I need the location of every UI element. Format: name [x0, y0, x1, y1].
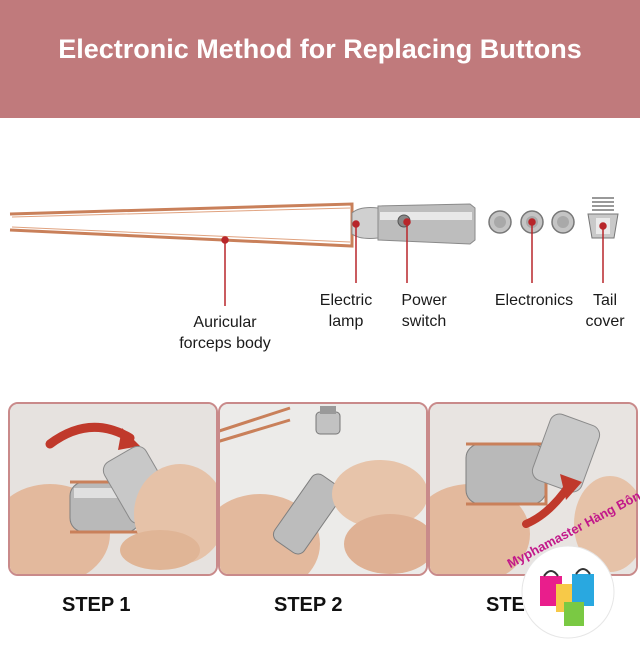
step-1-label: STEP 1 — [62, 594, 131, 616]
step-2-label: STEP 2 — [274, 594, 343, 616]
electronics-cells — [488, 210, 575, 234]
step-3-photo — [428, 402, 638, 576]
step-2-photo — [218, 402, 428, 576]
label-power-switch: Power switch — [401, 292, 447, 330]
watermark-logo: Myphamaster Hàng Bông — [490, 484, 640, 640]
page-title: Electronic Method for Replacing Buttons — [58, 34, 582, 64]
shopping-bags-icon — [521, 545, 615, 639]
label-forceps-body: Auricular forceps body — [179, 314, 271, 352]
header-banner: Electronic Method for Replacing Buttons — [0, 0, 640, 118]
label-electric-lamp: Electric lamp — [319, 292, 373, 330]
step-3-label: STE — [486, 594, 525, 616]
label-electronics: Electronics — [494, 292, 574, 309]
label-tail-cover: Tail cover — [585, 292, 625, 330]
product-diagram — [9, 197, 619, 306]
power-switch-handle — [377, 203, 476, 245]
step-1-photo — [8, 402, 218, 576]
